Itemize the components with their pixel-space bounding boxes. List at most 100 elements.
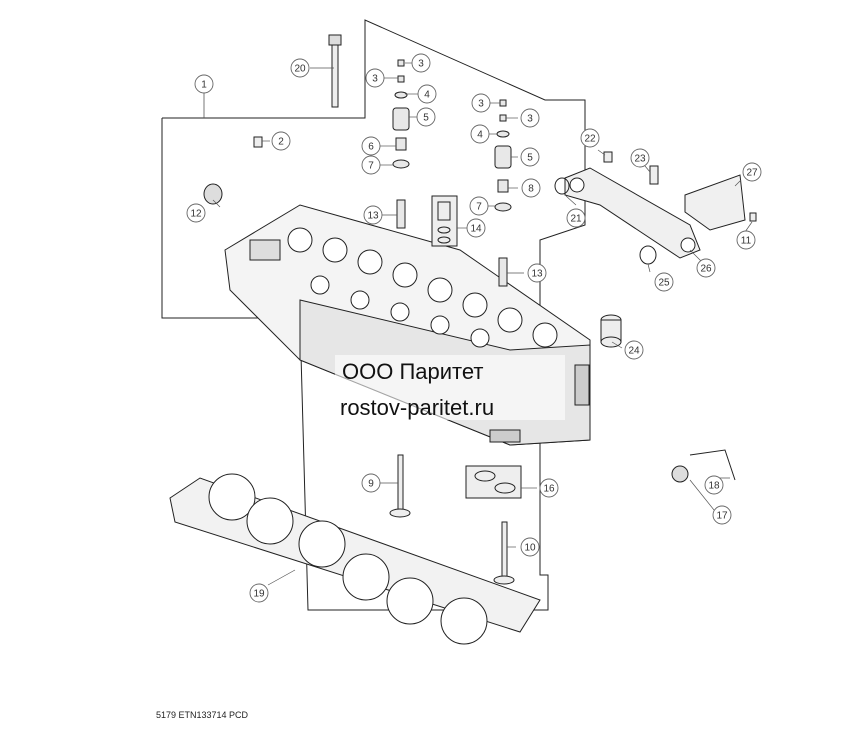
callout-5: 5	[416, 107, 436, 127]
callout-circle	[194, 74, 214, 94]
callout-7: 7	[469, 196, 489, 216]
o-ring	[554, 177, 570, 195]
callout-circle	[566, 208, 586, 228]
callout-circle	[520, 537, 540, 557]
fitting	[671, 465, 689, 483]
callout-7: 7	[361, 155, 381, 175]
callout-label: 12	[190, 209, 202, 220]
valve-train-left	[392, 59, 410, 229]
callout-27: 27	[742, 162, 762, 182]
callout-11: 11	[736, 230, 756, 250]
cup-plug	[203, 183, 223, 205]
callout-26: 26	[696, 258, 716, 278]
callout-14: 14	[466, 218, 486, 238]
callout-5: 5	[520, 147, 540, 167]
callout-circle	[416, 107, 436, 127]
callout-4: 4	[417, 84, 437, 104]
callout-16: 16	[539, 478, 559, 498]
callout-20: 20	[290, 58, 310, 78]
callout-label: 3	[478, 99, 484, 110]
callout-18: 18	[704, 475, 724, 495]
callout-circle	[417, 84, 437, 104]
callout-label: 24	[628, 346, 640, 357]
callout-circle	[630, 148, 650, 168]
callout-label: 23	[634, 154, 646, 165]
callout-13: 13	[527, 263, 547, 283]
callout-12: 12	[186, 203, 206, 223]
callout-6: 6	[361, 136, 381, 156]
callout-label: 19	[253, 589, 265, 600]
callout-3: 3	[520, 108, 540, 128]
callout-circle	[470, 124, 490, 144]
callout-label: 17	[716, 511, 728, 522]
callout-circle	[736, 230, 756, 250]
callout-label: 5	[423, 113, 429, 124]
cap-screw	[603, 151, 613, 163]
callout-circle	[696, 258, 716, 278]
callout-circle	[624, 340, 644, 360]
callout-circle	[520, 147, 540, 167]
callout-label: 4	[424, 90, 430, 101]
cap-screw	[649, 165, 659, 185]
o-ring	[639, 245, 657, 265]
callout-label: 7	[368, 161, 374, 172]
exhaust-valve	[493, 521, 515, 585]
callout-circle	[521, 178, 541, 198]
callout-label: 18	[708, 481, 720, 492]
callout-21: 21	[566, 208, 586, 228]
watermark-backdrop	[335, 355, 565, 420]
callout-circle	[654, 272, 674, 292]
leader-lines	[212, 62, 753, 586]
dowel-pin	[253, 136, 263, 148]
callout-label: 27	[746, 168, 758, 179]
callout-23: 23	[630, 148, 650, 168]
callout-9: 9	[361, 473, 381, 493]
callout-circle	[361, 136, 381, 156]
watermark-line-1: ООО Паритет	[342, 359, 483, 384]
callout-circle	[271, 131, 291, 151]
callout-circle	[712, 505, 732, 525]
callout-label: 6	[368, 142, 374, 153]
callout-label: 20	[294, 64, 306, 75]
callout-label: 14	[470, 224, 482, 235]
callout-1: 1	[194, 74, 214, 94]
callout-label: 25	[658, 278, 670, 289]
callout-circle	[527, 263, 547, 283]
seal-kit	[431, 195, 458, 247]
callout-circle	[361, 473, 381, 493]
callout-4: 4	[470, 124, 490, 144]
figure-code: 5179 ETN133714 PCD	[156, 710, 249, 720]
callout-circle	[249, 583, 269, 603]
spring-clip	[689, 449, 736, 481]
callout-19: 19	[249, 583, 269, 603]
callout-label: 3	[372, 74, 378, 85]
callout-3: 3	[365, 68, 385, 88]
callout-circle	[520, 108, 540, 128]
callout-circle	[361, 155, 381, 175]
callout-label: 3	[418, 59, 424, 70]
intake-valve	[389, 454, 411, 518]
callout-circle	[466, 218, 486, 238]
cap-screw	[749, 212, 757, 222]
callout-label: 21	[570, 214, 582, 225]
callout-label: 1	[201, 80, 207, 91]
callout-circle	[363, 205, 383, 225]
callout-label: 13	[531, 269, 543, 280]
callout-circle	[469, 196, 489, 216]
callout-label: 5	[527, 153, 533, 164]
callout-17: 17	[712, 505, 732, 525]
valve-seat-kit	[465, 465, 522, 499]
callout-circle	[471, 93, 491, 113]
callout-label: 26	[700, 264, 712, 275]
callout-circle	[365, 68, 385, 88]
callout-circle	[580, 128, 600, 148]
callout-label: 9	[368, 479, 374, 490]
callout-label: 13	[367, 211, 379, 222]
callout-label: 3	[527, 114, 533, 125]
callout-10: 10	[520, 537, 540, 557]
callout-circle	[290, 58, 310, 78]
callout-2: 2	[271, 131, 291, 151]
